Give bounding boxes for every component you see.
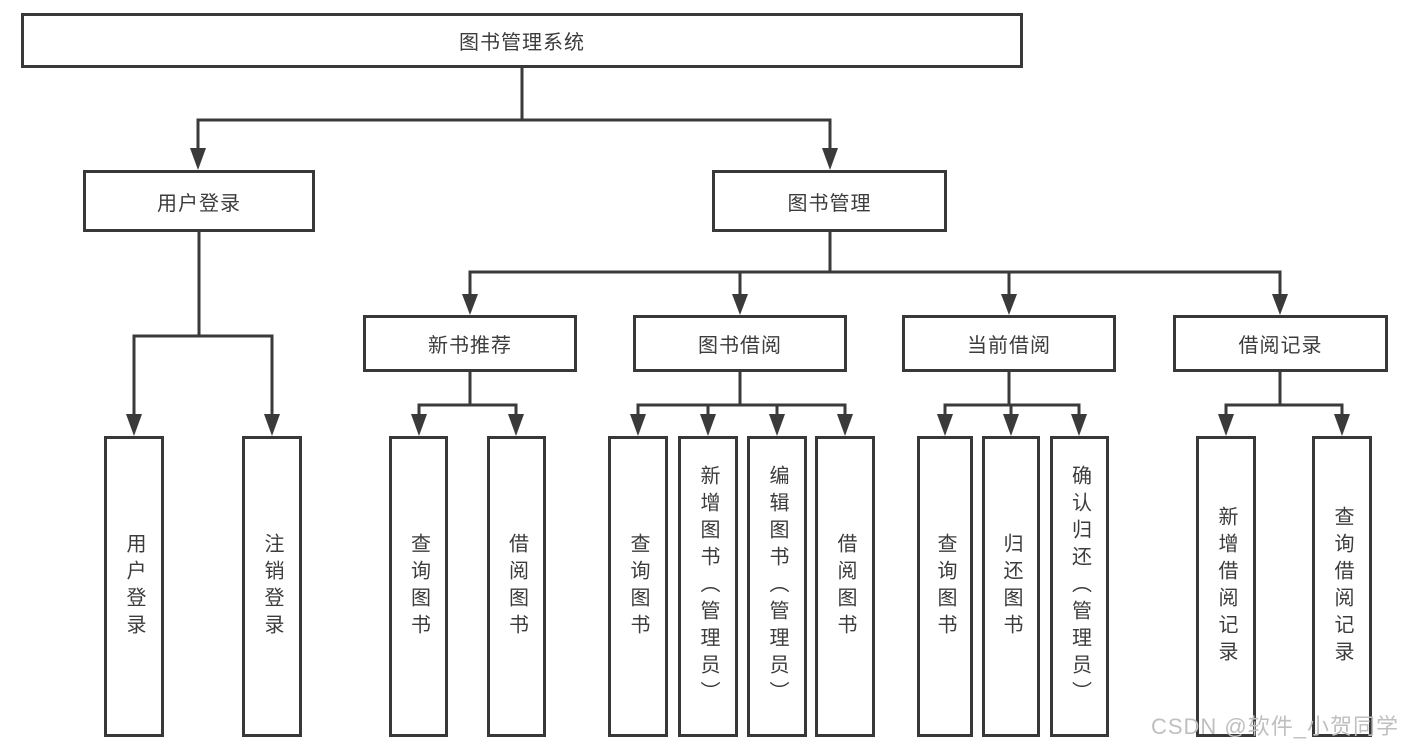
arrow-down-icon xyxy=(769,414,785,436)
arrow-down-icon xyxy=(937,414,953,436)
leaf-user-login: 用户登录 xyxy=(104,436,164,737)
leaf-label: 用户登录 xyxy=(123,532,145,641)
arrow-down-icon xyxy=(126,414,142,436)
leaf-label: 查询图书 xyxy=(934,532,956,641)
connector-line xyxy=(468,232,1282,297)
leaf-borrow-books-recommend: 借阅图书 xyxy=(487,436,546,737)
arrow-down-icon xyxy=(190,148,206,170)
leaf-add-borrow-record: 新增借阅记录 xyxy=(1196,436,1256,737)
arrow-down-icon xyxy=(462,294,478,315)
arrow-down-icon xyxy=(1003,414,1019,436)
node-book-borrowing: 图书借阅 xyxy=(633,315,847,372)
leaf-label: 借阅图书 xyxy=(505,532,528,641)
arrow-down-icon xyxy=(1071,414,1087,436)
leaf-return-books: 归还图书 xyxy=(982,436,1040,737)
node-borrowing-records: 借阅记录 xyxy=(1173,315,1388,372)
connector-line xyxy=(417,372,518,418)
arrow-down-icon xyxy=(411,414,427,436)
connector-line xyxy=(1224,372,1344,418)
leaf-label: 新增图书（管理员） xyxy=(697,465,719,708)
arrow-down-icon xyxy=(630,414,646,436)
leaf-query-books-recommend: 查询图书 xyxy=(389,436,448,737)
leaf-label: 借阅图书 xyxy=(834,532,856,641)
leaf-label: 查询图书 xyxy=(627,532,649,641)
leaf-label: 注销登录 xyxy=(261,532,283,641)
leaf-add-books-admin: 新增图书（管理员） xyxy=(678,436,738,737)
leaf-label: 新增借阅记录 xyxy=(1215,505,1237,668)
connector-line xyxy=(196,68,832,152)
arrow-down-icon xyxy=(1272,294,1288,315)
node-label: 当前借阅 xyxy=(967,335,1051,357)
leaf-label: 查询借阅记录 xyxy=(1331,505,1353,668)
arrow-down-icon xyxy=(700,414,716,436)
node-label: 借阅记录 xyxy=(1238,335,1323,357)
arrow-down-icon xyxy=(264,414,280,436)
leaf-label: 归还图书 xyxy=(1000,532,1022,641)
node-label: 用户登录 xyxy=(157,192,241,215)
leaf-query-borrow-record: 查询借阅记录 xyxy=(1312,436,1372,737)
node-label: 图书管理系统 xyxy=(459,32,585,54)
arrow-down-icon xyxy=(837,414,853,436)
connector-line xyxy=(943,372,1081,418)
csdn-watermark: CSDN @软件_小贺同学 xyxy=(1150,714,1399,739)
node-current-borrowing: 当前借阅 xyxy=(902,315,1116,372)
node-label: 新书推荐 xyxy=(428,335,512,357)
leaf-label: 查询图书 xyxy=(407,532,430,641)
connector-line xyxy=(132,232,274,418)
node-book-management: 图书管理 xyxy=(712,170,947,232)
arrow-down-icon xyxy=(1334,414,1350,436)
leaf-logout: 注销登录 xyxy=(242,436,302,737)
arrow-down-icon xyxy=(822,148,838,170)
leaf-query-books-borrowing: 查询图书 xyxy=(608,436,668,737)
leaf-label: 确认归还（管理员） xyxy=(1068,465,1091,708)
connector-lines xyxy=(132,68,1344,418)
arrow-down-icon xyxy=(1001,294,1017,315)
node-user-login: 用户登录 xyxy=(83,170,315,232)
arrow-down-icon xyxy=(1218,414,1234,436)
connector-line xyxy=(636,372,847,418)
leaf-confirm-return-admin: 确认归还（管理员） xyxy=(1050,436,1109,737)
node-root-system: 图书管理系统 xyxy=(21,13,1023,68)
node-new-book-recommendation: 新书推荐 xyxy=(363,315,577,372)
leaf-borrow-books: 借阅图书 xyxy=(815,436,875,737)
arrow-down-icon xyxy=(508,414,524,436)
leaf-label: 编辑图书（管理员） xyxy=(766,465,788,708)
node-label: 图书借阅 xyxy=(698,335,782,357)
arrow-down-icon xyxy=(732,294,748,315)
leaf-query-books-current: 查询图书 xyxy=(917,436,973,737)
node-label: 图书管理 xyxy=(787,192,872,215)
leaf-edit-books-admin: 编辑图书（管理员） xyxy=(747,436,807,737)
